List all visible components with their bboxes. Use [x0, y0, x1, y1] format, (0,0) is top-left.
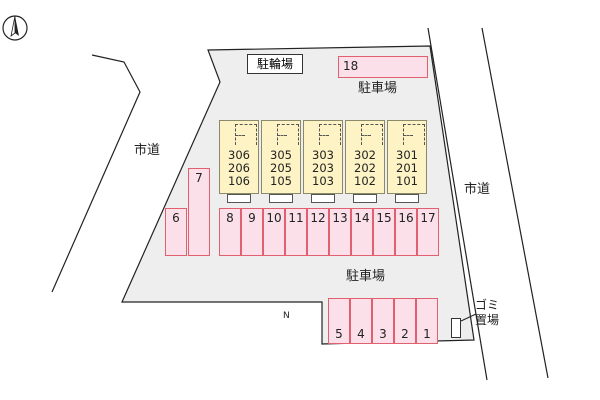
road-right-outer-edge — [481, 27, 549, 379]
parking-space-5: 5 — [328, 298, 350, 344]
parking-space-16: 16 — [395, 208, 417, 256]
door-mark — [277, 124, 299, 145]
door-mark — [403, 124, 425, 145]
parking-space-10: 10 — [263, 208, 285, 256]
parking-space-17: 17 — [417, 208, 439, 256]
parking-space-14: 14 — [351, 208, 373, 256]
parking-space-6: 6 — [165, 208, 187, 256]
parking-space-12: 12 — [307, 208, 329, 256]
porch — [269, 194, 293, 203]
door-mark — [361, 124, 383, 145]
parking-space-3: 3 — [372, 298, 394, 344]
road-label-left: 市道 — [134, 143, 161, 158]
parking-space-18: 18 — [338, 56, 428, 78]
parking-space-9: 9 — [241, 208, 263, 256]
porch — [395, 194, 419, 203]
parking-space-4: 4 — [350, 298, 372, 344]
site-lot — [121, 45, 475, 345]
porch — [227, 194, 251, 203]
door-mark — [319, 124, 341, 145]
north-label: N — [283, 311, 290, 321]
compass-north-icon — [2, 15, 28, 41]
garbage-label-line1: ゴミ — [475, 298, 500, 312]
porch — [353, 194, 377, 203]
parking-space-13: 13 — [329, 208, 351, 256]
parking-space-7: 7 — [188, 168, 210, 256]
bicycle-parking: 駐輪場 — [247, 54, 303, 74]
road-left-outer-edge — [51, 54, 141, 293]
parking-space-2: 2 — [394, 298, 416, 344]
parking-space-11: 11 — [285, 208, 307, 256]
parking-space-15: 15 — [373, 208, 395, 256]
parking-label-top: 駐車場 — [358, 81, 398, 96]
garbage-area-box — [451, 318, 461, 338]
garbage-label-line2: 置場 — [475, 313, 500, 327]
parking-space-8: 8 — [219, 208, 241, 256]
road-right-inner-edge — [427, 27, 488, 381]
door-mark — [235, 124, 257, 145]
parking-space-1: 1 — [416, 298, 438, 344]
parking-label-center: 駐車場 — [346, 269, 386, 284]
porch — [311, 194, 335, 203]
road-label-right: 市道 — [464, 182, 491, 197]
